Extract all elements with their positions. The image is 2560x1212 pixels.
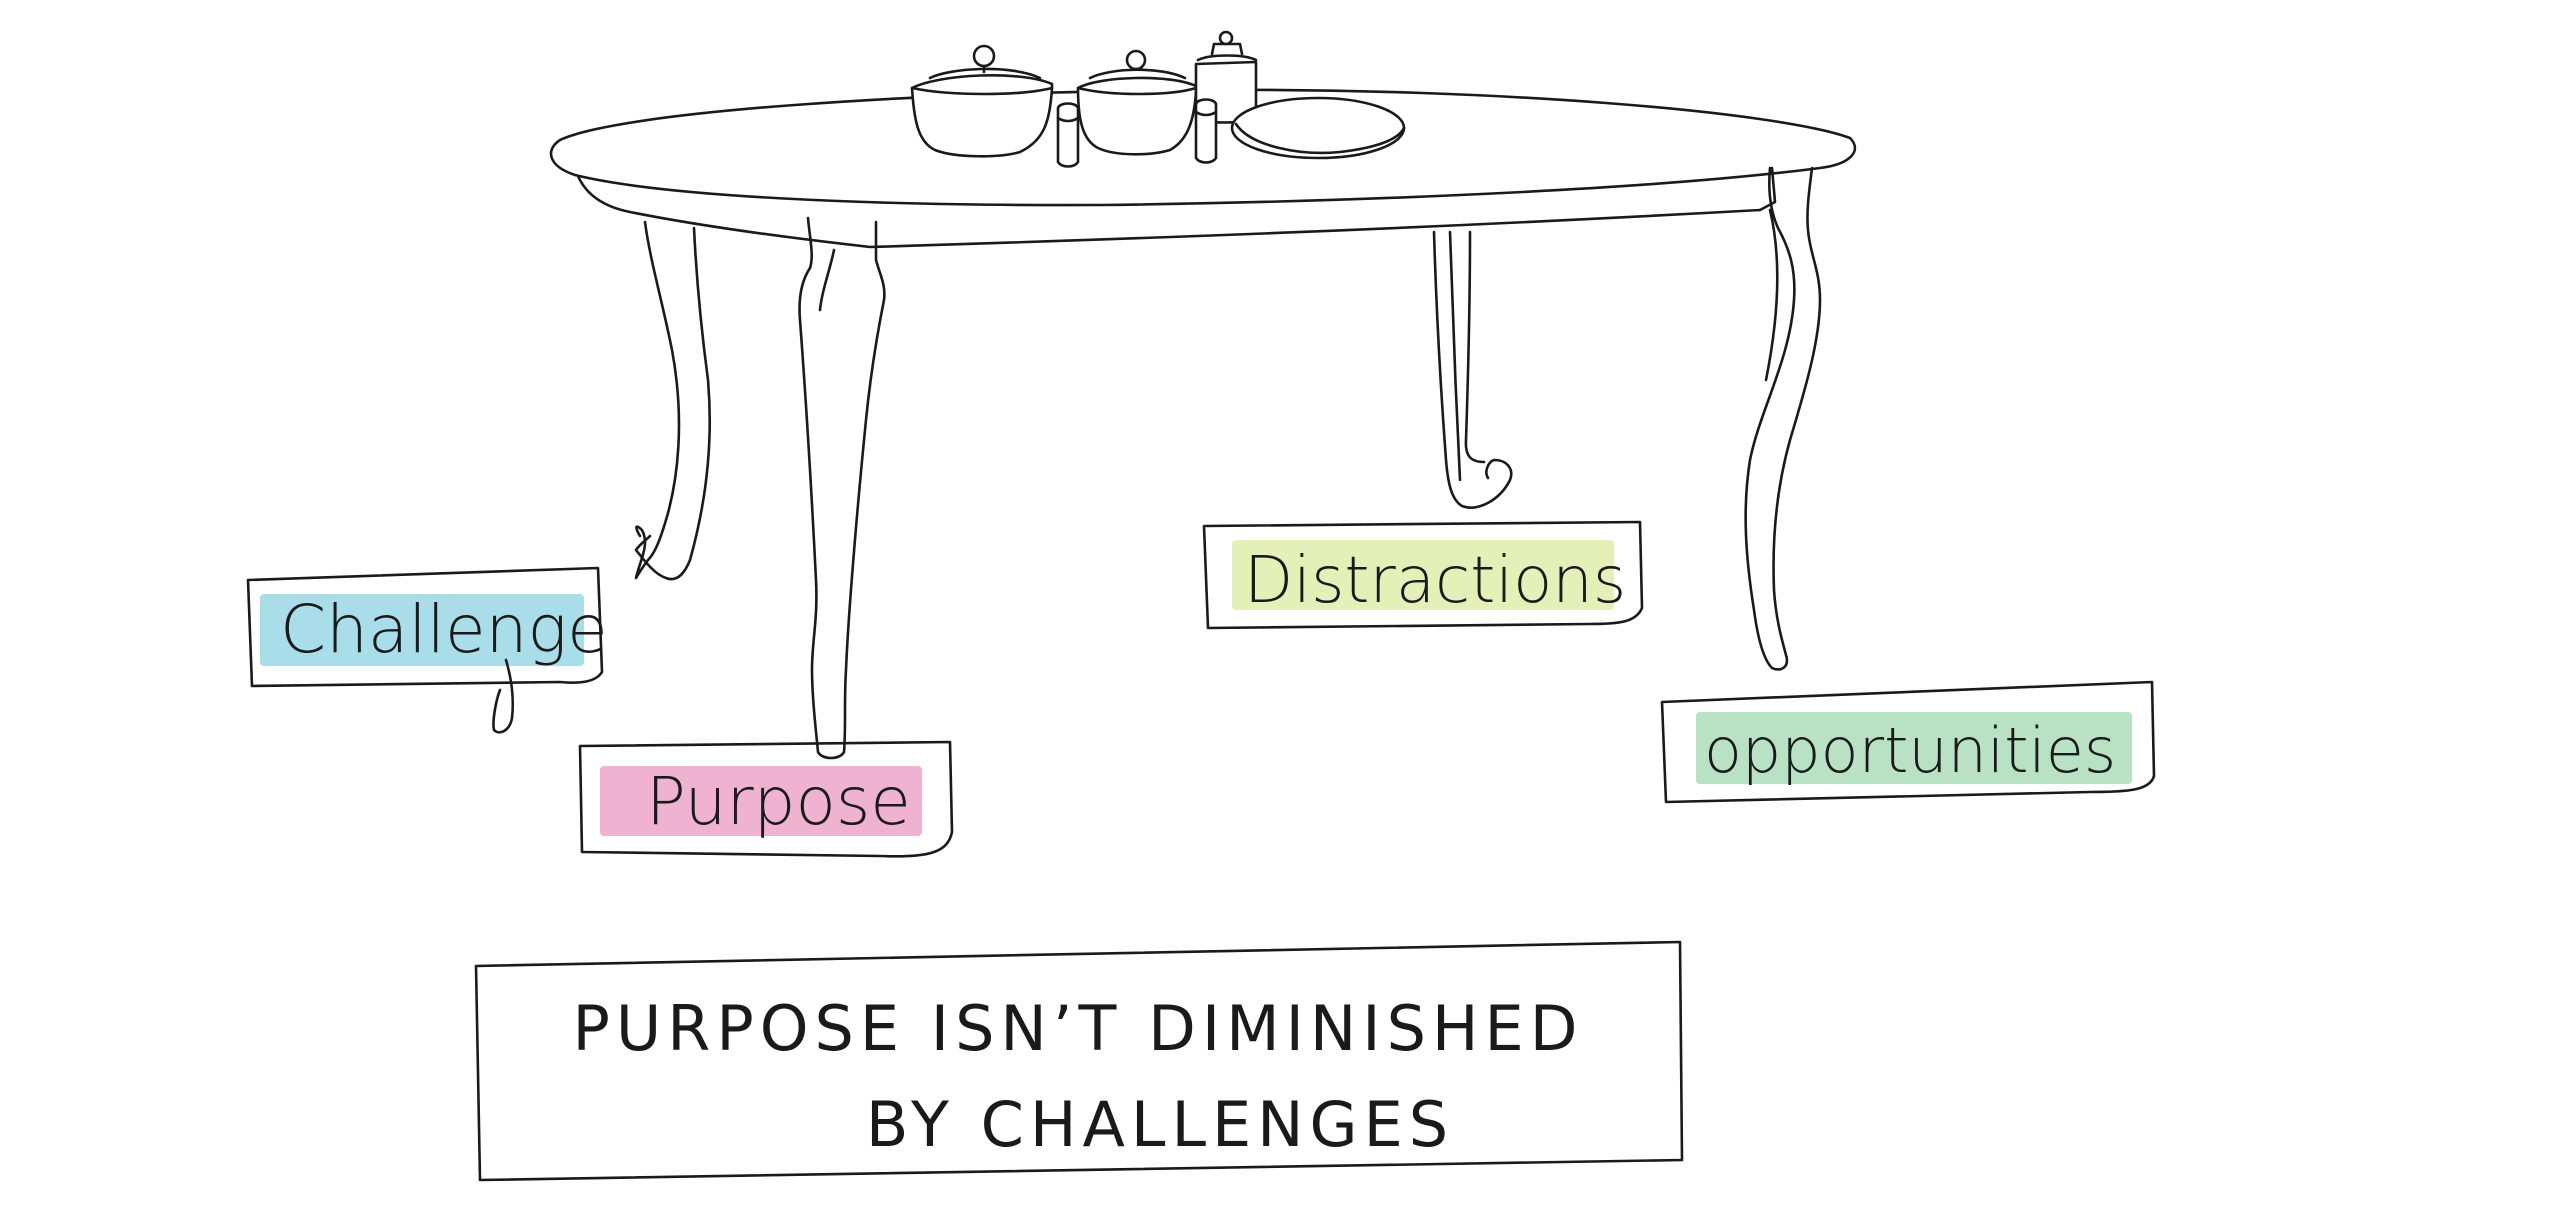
table-leg-back-left <box>634 220 681 580</box>
quote-frame <box>474 940 1684 1182</box>
highlight-box <box>1232 540 1614 610</box>
label-distractions: Distractions <box>1202 520 1644 630</box>
pepper-shaker <box>1194 98 1218 164</box>
label-frame <box>1202 520 1644 630</box>
label-purpose: Purpose <box>578 740 954 858</box>
highlight-box <box>600 766 922 836</box>
quote-box: PURPOSE ISN’T DIMINISHED BY CHALLENGES <box>474 940 1684 1182</box>
label-text: Distractions <box>1244 544 1626 618</box>
label-text: Challenge <box>280 591 608 668</box>
label-frame <box>578 740 954 858</box>
table-apron <box>576 174 1762 249</box>
table-drawing <box>549 88 1857 760</box>
highlight-box <box>260 594 584 666</box>
pot-left <box>910 44 1054 158</box>
table-leg-front-left <box>798 216 886 760</box>
label-opportunities: opportunities <box>1660 680 2156 804</box>
label-text: Purpose <box>646 763 911 840</box>
label-frame <box>246 566 604 688</box>
label-frame <box>1660 680 2156 804</box>
label-challenge: Challenge <box>246 566 608 734</box>
pot-right <box>1076 49 1198 156</box>
salt-shaker <box>1056 102 1080 168</box>
highlight-box <box>1696 712 2132 784</box>
plate <box>1230 96 1406 160</box>
quote-line-2: BY CHALLENGES <box>866 1088 1454 1161</box>
label-text: opportunities <box>1704 714 2116 787</box>
table-leg-front-right <box>1744 166 1822 671</box>
tableware <box>910 30 1406 168</box>
table-leg-back-right <box>1432 230 1513 509</box>
quote-line-1: PURPOSE ISN’T DIMINISHED <box>573 992 1584 1065</box>
